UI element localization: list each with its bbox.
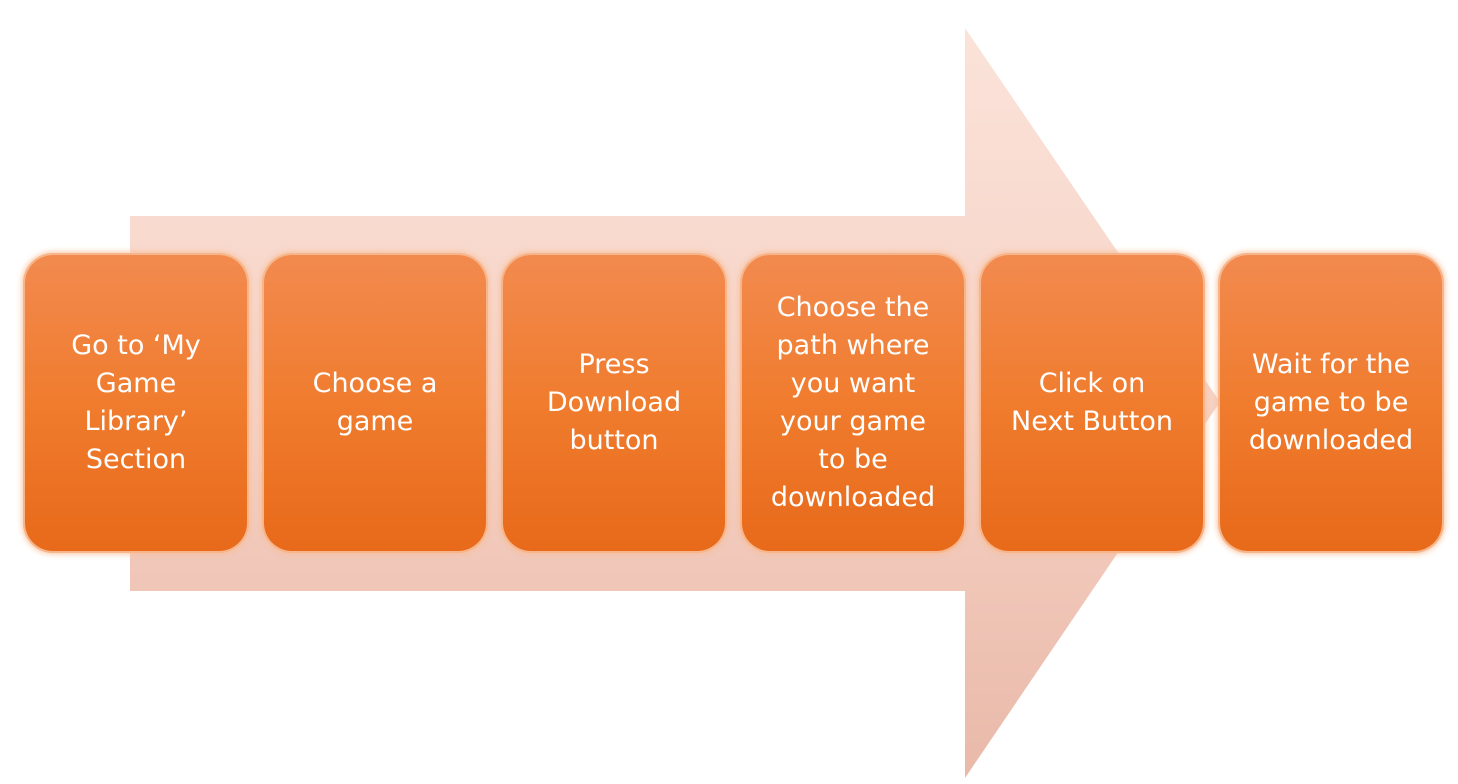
step-4-label: Choose the path where you want your game… bbox=[770, 292, 936, 513]
step-2-box: Choose a game bbox=[264, 255, 486, 551]
step-6-box: Wait for the game to be downloaded bbox=[1220, 255, 1442, 551]
step-6-label: Wait for the game to be downloaded bbox=[1248, 349, 1414, 456]
step-5-label: Click on Next Button bbox=[1011, 368, 1173, 437]
step-4-box: Choose the path where you want your game… bbox=[742, 255, 964, 551]
step-3-label: Press Download button bbox=[546, 349, 682, 456]
step-1-label: Go to ‘My Game Library’ Section bbox=[71, 330, 201, 475]
step-5-box: Click on Next Button bbox=[981, 255, 1203, 551]
step-3-box: Press Download button bbox=[503, 255, 725, 551]
step-2-label: Choose a game bbox=[312, 368, 438, 437]
step-1-box: Go to ‘My Game Library’ Section bbox=[25, 255, 247, 551]
